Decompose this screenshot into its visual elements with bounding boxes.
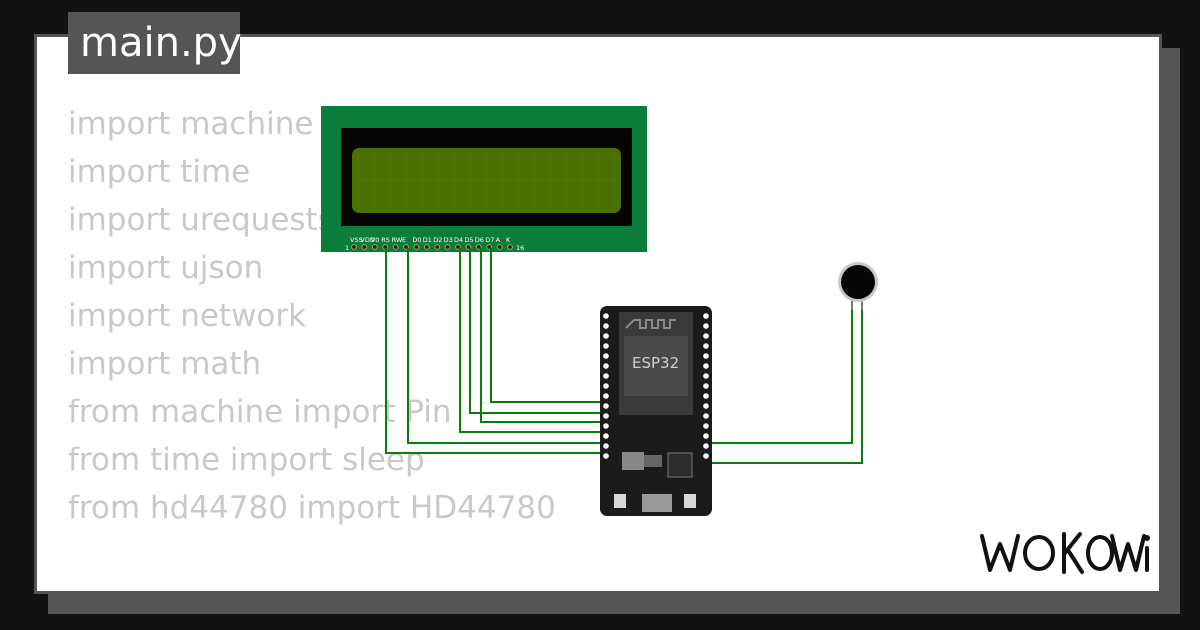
code-preview: import machine import time import ureque… bbox=[68, 100, 556, 532]
lcd-pin-label: D6 bbox=[475, 236, 484, 244]
wire-mic-a bbox=[708, 306, 853, 444]
wire-mic-b bbox=[708, 306, 863, 464]
lcd-pin-label: D4 bbox=[454, 236, 463, 244]
esp32-pin-left[interactable] bbox=[603, 413, 609, 419]
code-line: import machine bbox=[68, 106, 314, 142]
code-line: import math bbox=[68, 346, 262, 382]
esp32-pin-left[interactable] bbox=[603, 343, 609, 349]
lcd-pin[interactable] bbox=[361, 244, 368, 250]
code-line: from hd44780 import HD44780 bbox=[68, 490, 556, 526]
esp32-pin-right[interactable] bbox=[703, 313, 709, 319]
lcd-pin-1-number: 1 bbox=[345, 244, 349, 252]
esp32-pin-right[interactable] bbox=[703, 323, 709, 329]
lcd-pin-label: K bbox=[506, 236, 511, 244]
esp32-pin-right[interactable] bbox=[703, 453, 709, 459]
esp32-pin-right[interactable] bbox=[703, 373, 709, 379]
lcd-pin[interactable] bbox=[444, 244, 451, 250]
code-line: from machine import Pin bbox=[68, 394, 452, 430]
lcd-pin[interactable] bbox=[351, 244, 357, 250]
lcd-pin[interactable] bbox=[413, 244, 420, 250]
esp32-pin-left[interactable] bbox=[603, 323, 609, 329]
esp32-pin-right[interactable] bbox=[703, 353, 709, 359]
lcd-pin[interactable] bbox=[496, 244, 503, 250]
lcd-pin-label: E bbox=[402, 236, 406, 244]
lcd-pin-label: D5 bbox=[464, 236, 473, 244]
esp32-pin-left[interactable] bbox=[603, 403, 609, 409]
esp32-pin-right[interactable] bbox=[703, 333, 709, 339]
esp32-pin-right[interactable] bbox=[703, 363, 709, 369]
wokwi-logo bbox=[980, 532, 1150, 574]
esp32-pin-left[interactable] bbox=[603, 363, 609, 369]
lcd-pin[interactable] bbox=[434, 244, 441, 250]
esp32-pin-left[interactable] bbox=[603, 453, 609, 459]
esp32-pin-right[interactable] bbox=[703, 423, 709, 429]
wire-e bbox=[407, 248, 606, 444]
lcd-pin-label: VSS bbox=[350, 236, 363, 244]
esp32-pin-right[interactable] bbox=[703, 403, 709, 409]
code-line: from time import sleep bbox=[68, 442, 425, 478]
lcd-pin-label: VDD bbox=[360, 236, 374, 244]
lcd-pin[interactable] bbox=[423, 244, 430, 250]
esp32-pin-right[interactable] bbox=[703, 393, 709, 399]
wire-d6 bbox=[480, 248, 606, 423]
wire-d5 bbox=[469, 248, 606, 414]
code-line: import network bbox=[68, 298, 307, 334]
esp32-pin-right[interactable] bbox=[703, 343, 709, 349]
esp32-pin-right[interactable] bbox=[703, 383, 709, 389]
esp32-pin-left[interactable] bbox=[603, 443, 609, 449]
file-tab-main[interactable]: main.py bbox=[68, 12, 242, 74]
lcd-pin-16-number: 16 bbox=[516, 244, 524, 252]
esp32-pin-right[interactable] bbox=[703, 443, 709, 449]
esp32-pin-left[interactable] bbox=[603, 353, 609, 359]
lcd-pin-label: D7 bbox=[485, 236, 494, 244]
lcd-pin-label: D0 bbox=[412, 236, 421, 244]
code-line: import urequests bbox=[68, 202, 334, 238]
lcd-pin[interactable] bbox=[392, 244, 399, 250]
esp32-pin-right[interactable] bbox=[703, 433, 709, 439]
esp32-board[interactable]: ESP32 bbox=[600, 306, 712, 516]
esp32-chip-label: ESP32 bbox=[632, 354, 679, 372]
lcd-pin-label: RS bbox=[381, 236, 390, 244]
lcd-pin-label: D3 bbox=[444, 236, 453, 244]
lcd-pin[interactable] bbox=[371, 244, 378, 250]
code-line: import ujson bbox=[68, 250, 264, 286]
lcd-pin-label: A bbox=[496, 236, 501, 244]
code-line: import time bbox=[68, 154, 251, 190]
lcd-pin-label: V0 bbox=[371, 236, 380, 244]
esp32-pin-left[interactable] bbox=[603, 383, 609, 389]
microphone-sensor[interactable] bbox=[838, 262, 878, 310]
lcd-pin[interactable] bbox=[507, 244, 513, 250]
esp32-pin-left[interactable] bbox=[603, 373, 609, 379]
lcd-pin-label: D1 bbox=[423, 236, 432, 244]
esp32-pin-right[interactable] bbox=[703, 413, 709, 419]
wire-rs bbox=[385, 248, 606, 454]
lcd-pin-label: RW bbox=[392, 236, 403, 244]
esp32-pin-left[interactable] bbox=[603, 433, 609, 439]
esp32-pin-left[interactable] bbox=[603, 423, 609, 429]
esp32-pin-left[interactable] bbox=[603, 393, 609, 399]
lcd-pin-label: D2 bbox=[433, 236, 442, 244]
esp32-pin-left[interactable] bbox=[603, 313, 609, 319]
esp32-pin-left[interactable] bbox=[603, 333, 609, 339]
